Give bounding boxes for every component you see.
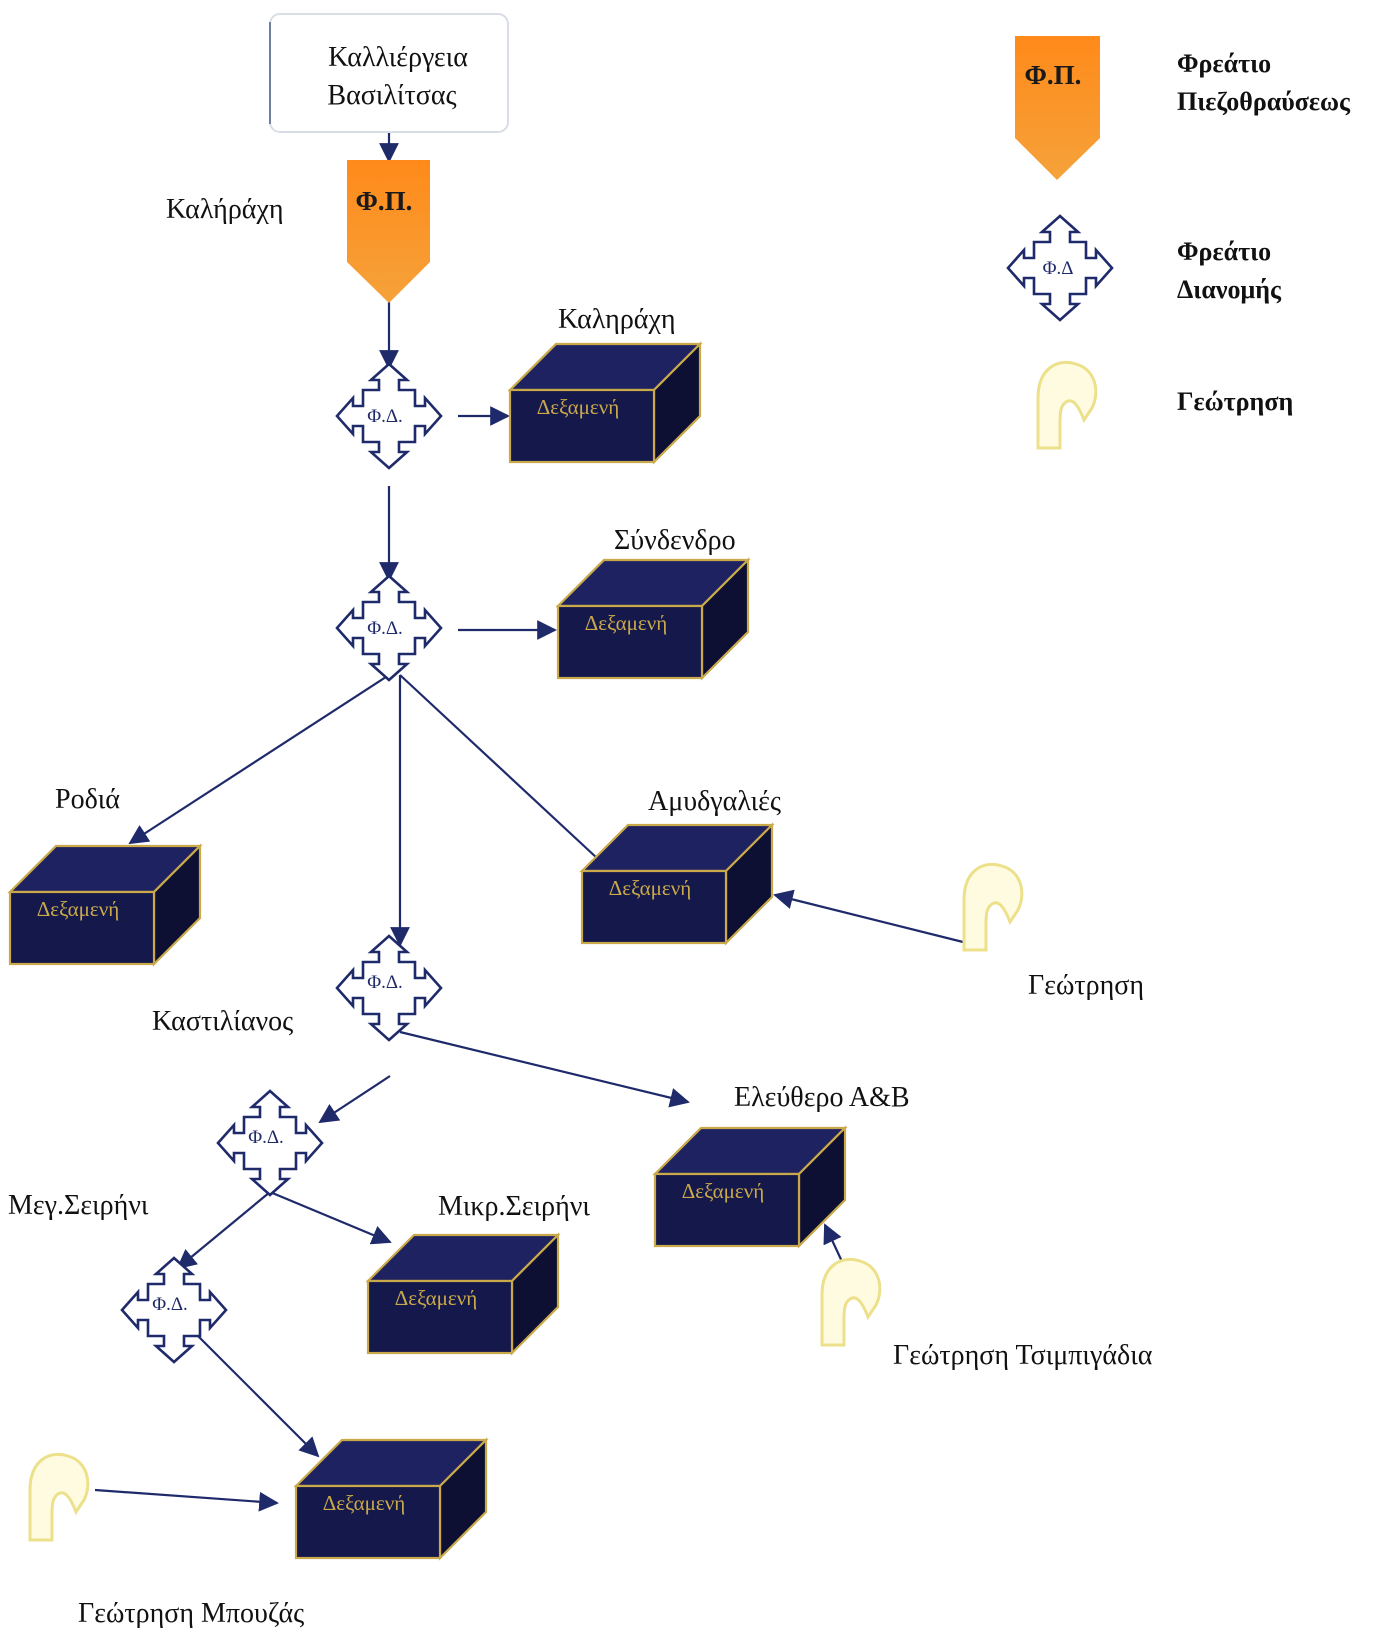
- label-geotrisi-tsimpigadia: Γεώτρηση Τσιμπιγάδια: [893, 1340, 1153, 1371]
- borehole-mpouzas-icon: [28, 1452, 90, 1542]
- source-culture-box: Καλλιέργεια Βασιλίτσας: [269, 13, 509, 133]
- legend-geo: Γεώτρηση: [1177, 387, 1293, 416]
- label-mikr-seirini: Μικρ.Σειρήνι: [438, 1191, 590, 1222]
- legend-fd-line1: Φρεάτιο: [1177, 237, 1271, 266]
- tank-label: Δεξαμενή: [37, 897, 119, 921]
- tank-syndendro: Δεξαμενή: [555, 557, 751, 681]
- edge-fd3-to-tank-eleuthero: [399, 1030, 690, 1108]
- distribution-manhole-label: Φ.Δ.: [152, 1294, 188, 1315]
- source-box-line1: Καλλιέργεια: [328, 42, 468, 73]
- tank-amygdalies: Δεξαμενή: [579, 822, 775, 946]
- label-amygdalies: Αμυδγαλιές: [648, 786, 781, 817]
- connections: [94, 133, 964, 1512]
- tank-mikr-seirini: Δεξαμενή: [365, 1232, 561, 1356]
- label-rodia: Ροδιά: [55, 784, 120, 815]
- distribution-manhole-1: Φ.Δ.: [335, 362, 443, 470]
- distribution-manhole-label: Φ.Δ.: [248, 1127, 284, 1148]
- source-box-line2: Βασιλίτσας: [327, 80, 456, 111]
- label-geotrisi: Γεώτρηση: [1028, 970, 1144, 1001]
- tank-label: Δεξαμενή: [585, 611, 667, 635]
- tank-rodia: Δεξαμενή: [7, 843, 203, 967]
- label-meg-seirini: Μεγ.Σειρήνι: [8, 1190, 149, 1221]
- label-geotrisi-mpouzas: Γεώτρηση Μπουζάς: [78, 1598, 304, 1629]
- label-syndendro: Σύνδενδρο: [614, 525, 736, 556]
- distribution-manhole-3: Φ.Δ.: [335, 934, 443, 1042]
- legend-fd-line2: Διανομής: [1177, 275, 1282, 304]
- edge-fd3-to-fd4: [318, 1075, 391, 1124]
- legend-distribution-manhole-icon: Φ.Δ: [1006, 214, 1114, 322]
- distribution-manhole-label: Φ.Δ.: [367, 618, 403, 639]
- label-kastilianos: Καστιλίανος: [152, 1006, 293, 1037]
- tank-eleuthero: Δεξαμενή: [652, 1125, 848, 1249]
- pressure-break-label: Φ.Π.: [356, 186, 413, 216]
- tank-label: Δεξαμενή: [682, 1179, 764, 1203]
- tank-meg-seirini: Δεξαμενή: [293, 1437, 489, 1561]
- distribution-manhole-4: Φ.Δ.: [216, 1089, 324, 1197]
- legend-fp-symbol: Φ.Π.: [1025, 60, 1082, 90]
- distribution-manhole-5: Φ.Δ.: [120, 1256, 228, 1364]
- edge-fd5-to-tank-meg-seirini: [197, 1335, 320, 1458]
- distribution-manhole-label: Φ.Δ.: [367, 972, 403, 993]
- edge-geo-mpouzas-to-tank: [94, 1488, 279, 1512]
- pressure-break-manhole: Φ.Π.: [347, 160, 430, 303]
- borehole-icon: [962, 862, 1024, 952]
- borehole-tsimpigadia-icon: [820, 1257, 882, 1347]
- edge-fd4-to-fd5: [176, 1191, 271, 1270]
- edge-fd2-to-tank-amygdalies: [399, 674, 614, 874]
- edge-fd2-to-tank-rodia: [128, 674, 390, 845]
- label-kalirachi-fp: Καλήράχη: [166, 194, 284, 225]
- legend-fp-line1: Φρεάτιο: [1177, 49, 1271, 78]
- legend-borehole-icon: [1036, 360, 1098, 450]
- edge-fd4-to-tank-mikr-seirini: [269, 1190, 392, 1245]
- legend-pressure-break-icon: Φ.Π.: [1015, 36, 1100, 180]
- legend-fp-line2: Πιεζοθραύσεως: [1177, 87, 1351, 116]
- tank-label: Δεξαμενή: [609, 876, 691, 900]
- tank-label: Δεξαμενή: [323, 1491, 405, 1515]
- legend: Φ.Π. Φρεάτιο Πιεζοθραύσεως Φ.Δ Φρεάτιο Δ…: [1006, 36, 1351, 450]
- distribution-manhole-2: Φ.Δ.: [335, 574, 443, 682]
- tank-label: Δεξαμενή: [537, 395, 619, 419]
- edge-geo-to-tank-amygdalies: [773, 889, 964, 944]
- label-eleuthero: Ελεύθερο Α&Β: [734, 1082, 910, 1113]
- tank-kalirachi: Δεξαμενή: [507, 341, 703, 465]
- legend-fd-symbol: Φ.Δ: [1043, 258, 1074, 279]
- label-kalirachi-tank: Καληράχη: [558, 304, 676, 335]
- tank-label: Δεξαμενή: [395, 1286, 477, 1310]
- distribution-manhole-label: Φ.Δ.: [367, 406, 403, 427]
